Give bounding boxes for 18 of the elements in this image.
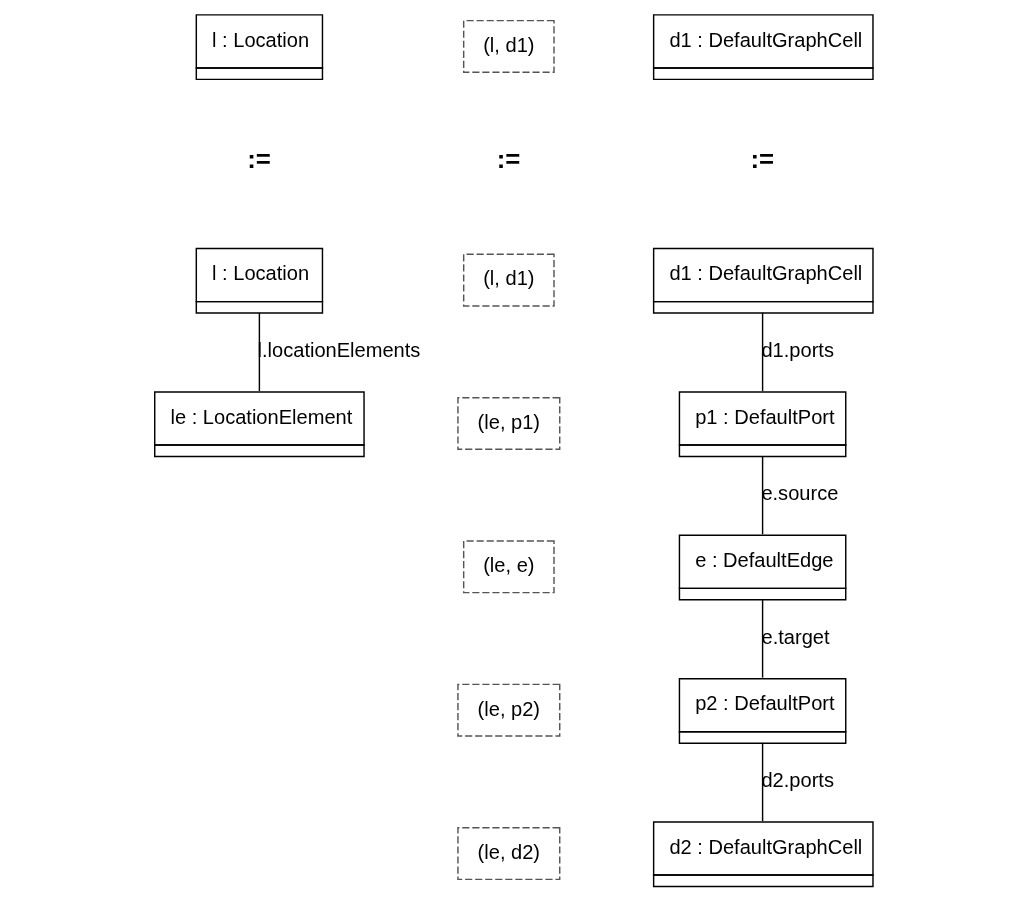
node-box: (l, d1)	[462, 253, 555, 307]
node-box: (le, d2)	[457, 827, 561, 881]
label: :=	[496, 145, 521, 174]
label: :=	[750, 145, 775, 174]
edge-label: l.locationElements	[257, 339, 421, 362]
edge-label: e.target	[761, 625, 830, 648]
label: :=	[247, 145, 271, 174]
node-box: (l, d1)	[462, 19, 555, 73]
node-box: (le, p2)	[457, 683, 561, 737]
edge-label: e.source	[761, 482, 839, 505]
edge-label: d2.ports	[761, 769, 834, 792]
connector	[761, 312, 764, 392]
node-box: (le, p1)	[457, 396, 561, 450]
connector	[761, 598, 764, 679]
connector	[761, 455, 764, 536]
node-box: (le, e)	[462, 540, 555, 594]
connector	[761, 742, 764, 822]
edge-label: d1.ports	[761, 339, 834, 362]
